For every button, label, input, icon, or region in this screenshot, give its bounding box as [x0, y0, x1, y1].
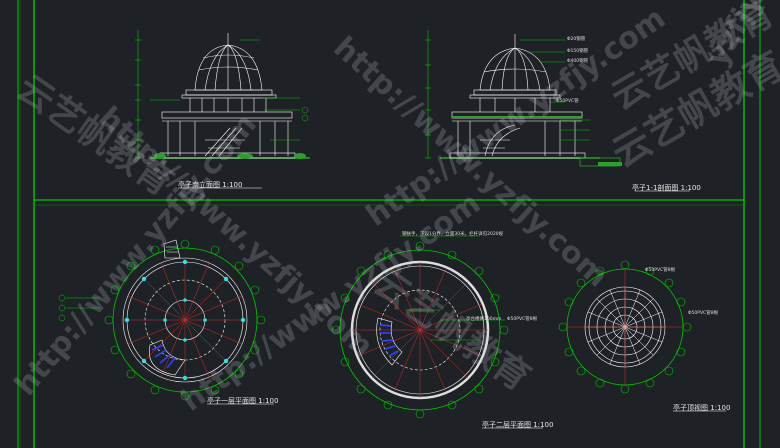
plan-level2-title: 亭子二层平面图 1:100 — [482, 421, 554, 429]
plan-level2-leaders — [400, 235, 505, 341]
roof-annotation-pvc-top: Φ50PVC管8根 — [645, 268, 676, 273]
roof-plan-title: 亭子顶视图 1:100 — [673, 404, 731, 412]
plan-level1-title: 亭子一层平面图 1:100 — [207, 397, 279, 405]
section-annotation-bar3: Φ400钢管 — [567, 59, 589, 64]
section-drawing — [425, 30, 600, 159]
section-title: 亭子1-1剖面图 1:100 — [632, 184, 701, 192]
section-annotation-floor: Φ50PVC管 — [556, 99, 579, 104]
level2-annotation-top: 钢扶手，下设1分界，立面30米，栏杆详见2020规 — [402, 232, 504, 237]
front-elevation-title: 亭子南立面图 1:100 — [178, 181, 243, 189]
section-hatching — [452, 116, 622, 167]
plan-level1-legend — [58, 294, 100, 322]
plan-level1-columns — [124, 259, 246, 381]
roof-annotation-pvc-side: Φ50PVC管8根 — [688, 311, 719, 316]
roof-plan-axis-bubbles — [558, 260, 692, 394]
plan-level2-axis-bubbles — [331, 241, 509, 419]
level2-annotation-note: 亭台楼阁100mm — [466, 317, 502, 322]
front-elevation-leaders — [150, 39, 309, 141]
plan-level2-drawing — [339, 249, 501, 411]
front-elevation-drawing — [135, 30, 310, 159]
section-annotation-bar1: Φ20钢管 — [567, 37, 586, 42]
drawing-frame — [17, 0, 761, 448]
plan-level1-axis-bubbles — [104, 239, 266, 401]
section-leaders — [520, 39, 590, 141]
front-elevation-planting — [154, 153, 306, 159]
section-annotation-bar2: Φ150钢管 — [567, 49, 589, 54]
level2-annotation-pvc: Φ50PVC管8根 — [507, 317, 538, 322]
